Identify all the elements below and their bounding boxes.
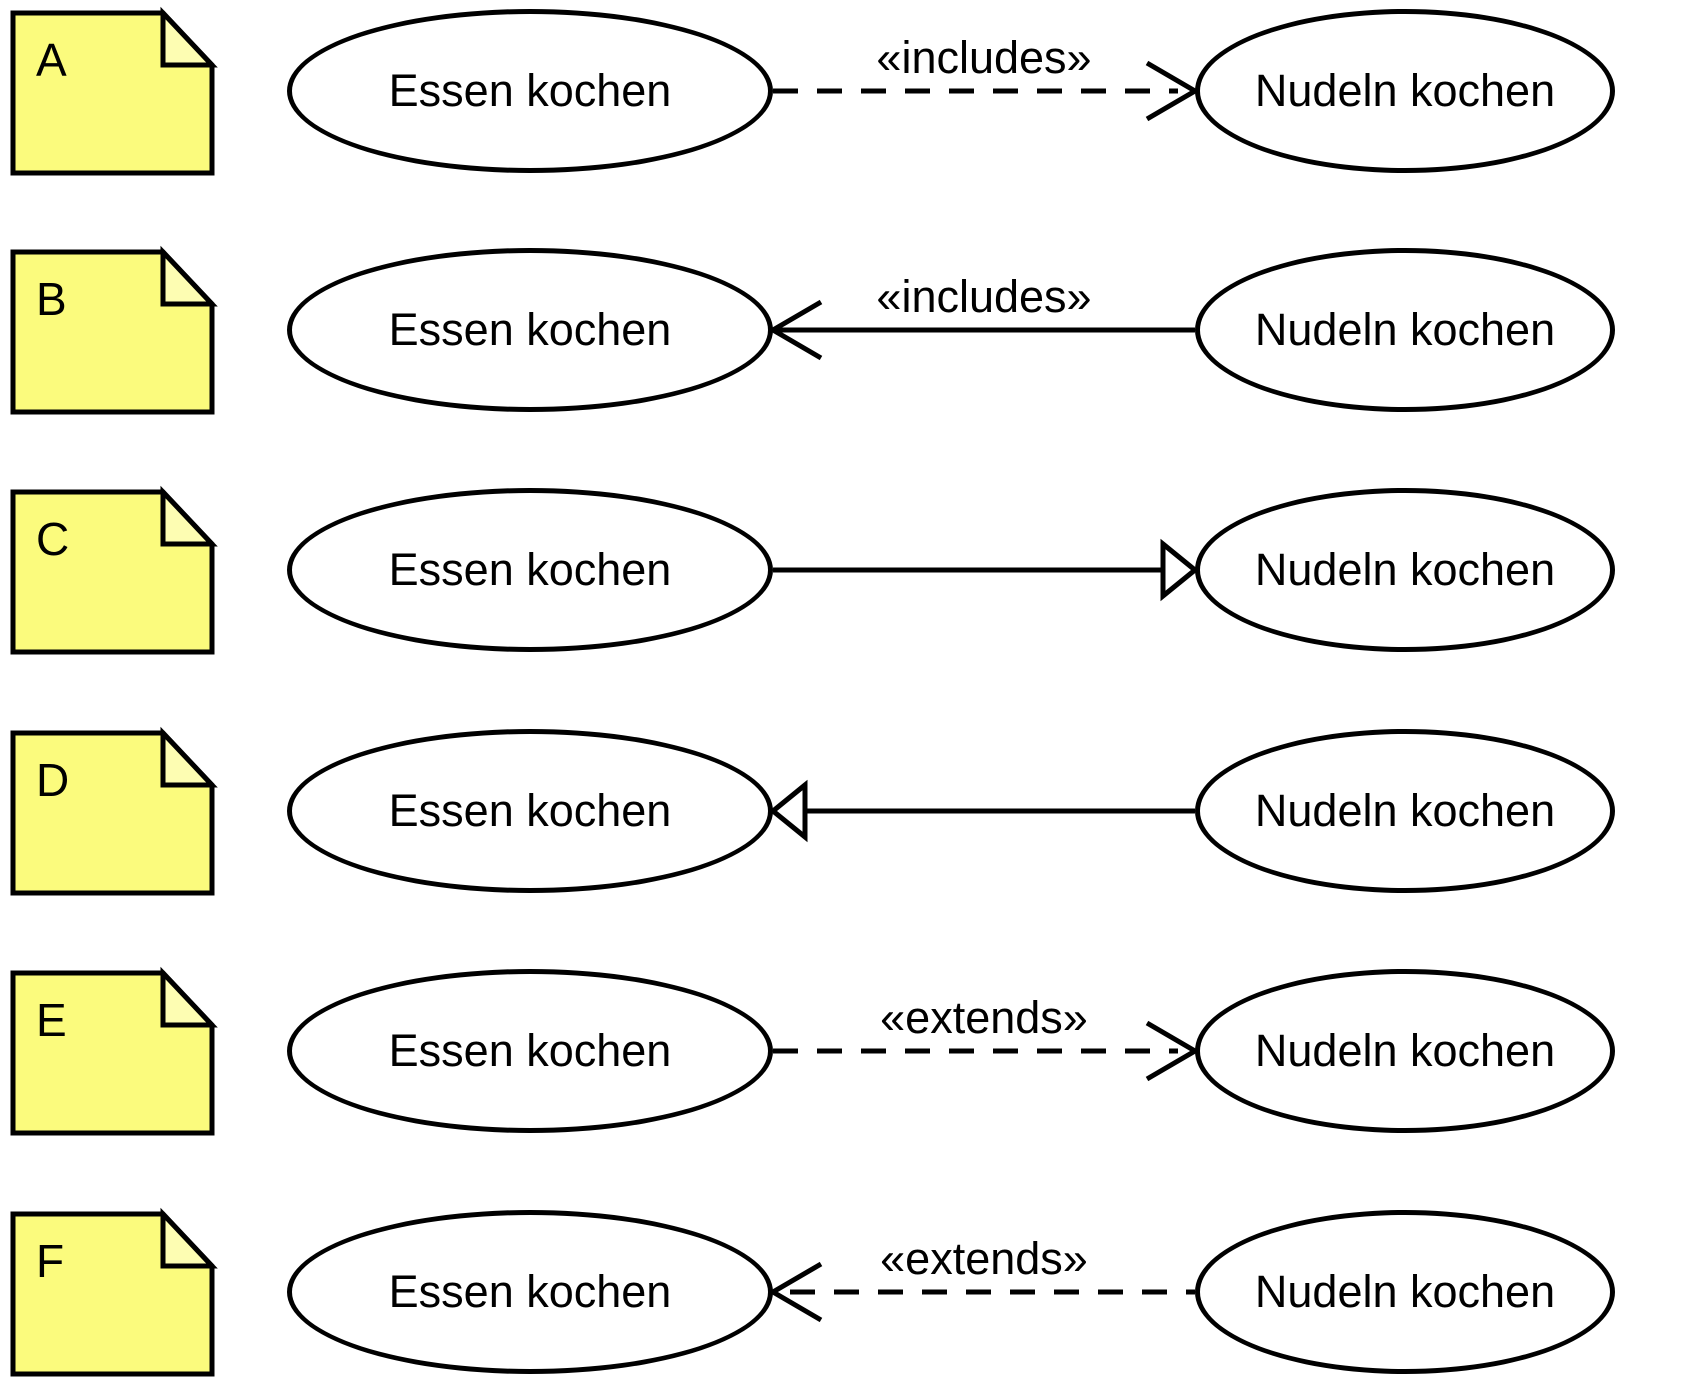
usecase-label: Essen kochen <box>388 544 672 595</box>
note-icon <box>10 1207 218 1377</box>
usecase-label: Essen kochen <box>388 304 672 355</box>
uml-row-f: F Essen kochen «extends» Nudeln kochen <box>0 1207 1700 1377</box>
usecase-nudeln-kochen: Nudeln kochen <box>1195 969 1615 1133</box>
uml-row-a: A Essen kochen «includes» Nudeln kochen <box>0 6 1700 176</box>
usecase-label: Nudeln kochen <box>1254 785 1556 836</box>
uml-row-c: C Essen kochen Nudeln kochen <box>0 485 1700 655</box>
note-icon <box>10 485 218 655</box>
usecase-nudeln-kochen: Nudeln kochen <box>1195 1210 1615 1374</box>
note-label: B <box>36 273 67 325</box>
dependency-arrow-left-icon <box>768 1261 1195 1323</box>
stereotype-label: «includes» <box>876 271 1092 322</box>
usecase-label: Nudeln kochen <box>1254 304 1556 355</box>
note-label: F <box>36 1235 65 1287</box>
usecase-essen-kochen: Essen kochen <box>287 488 773 652</box>
usecase-nudeln-kochen: Nudeln kochen <box>1195 248 1615 412</box>
note-icon <box>10 6 218 176</box>
usecase-nudeln-kochen: Nudeln kochen <box>1195 9 1615 173</box>
uml-row-d: D Essen kochen Nudeln kochen <box>0 726 1700 896</box>
generalization-arrow-left-icon <box>769 779 1195 843</box>
usecase-label: Essen kochen <box>388 1025 672 1076</box>
note-label: C <box>36 513 70 565</box>
usecase-essen-kochen: Essen kochen <box>287 9 773 173</box>
usecase-label: Nudeln kochen <box>1254 1266 1556 1317</box>
stereotype-label: «includes» <box>876 32 1092 83</box>
note-label: D <box>36 754 70 806</box>
note-label: A <box>36 34 67 86</box>
note-label: E <box>36 994 67 1046</box>
usecase-essen-kochen: Essen kochen <box>287 1210 773 1374</box>
usecase-label: Essen kochen <box>388 785 672 836</box>
note-icon <box>10 726 218 896</box>
uml-row-b: B Essen kochen «includes» Nudeln kochen <box>0 245 1700 415</box>
usecase-essen-kochen: Essen kochen <box>287 969 773 1133</box>
usecase-nudeln-kochen: Nudeln kochen <box>1195 488 1615 652</box>
note-icon <box>10 966 218 1136</box>
stereotype-label: «extends» <box>880 992 1088 1043</box>
uml-row-e: E Essen kochen «extends» Nudeln kochen <box>0 966 1700 1136</box>
arrow-left-icon <box>768 299 1195 361</box>
usecase-essen-kochen: Essen kochen <box>287 248 773 412</box>
usecase-label: Essen kochen <box>388 65 672 116</box>
usecase-essen-kochen: Essen kochen <box>287 729 773 893</box>
generalization-arrow-right-icon <box>773 538 1199 602</box>
usecase-label: Essen kochen <box>388 1266 672 1317</box>
usecase-label: Nudeln kochen <box>1254 65 1556 116</box>
usecase-label: Nudeln kochen <box>1254 1025 1556 1076</box>
usecase-nudeln-kochen: Nudeln kochen <box>1195 729 1615 893</box>
stereotype-label: «extends» <box>880 1233 1088 1284</box>
note-icon <box>10 245 218 415</box>
usecase-label: Nudeln kochen <box>1254 544 1556 595</box>
